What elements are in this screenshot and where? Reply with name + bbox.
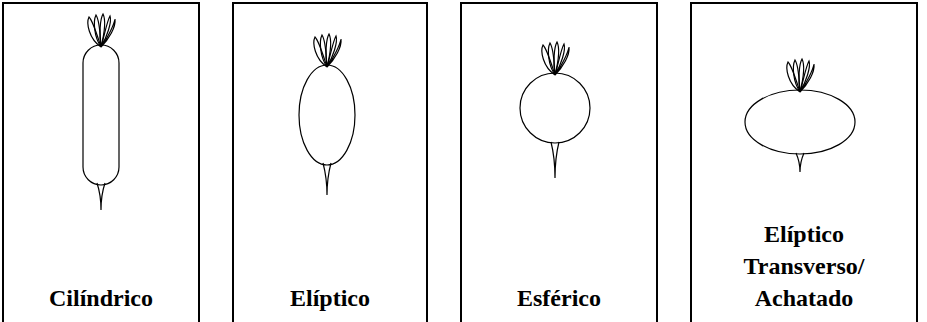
shape-label-holder: Elíptico Transverso/ Achatado (692, 218, 916, 314)
flattened-root (745, 59, 855, 172)
shape-label: Esférico (517, 282, 601, 314)
shape-panel: Cilíndrico (2, 2, 200, 322)
shape-panel: Esférico (460, 2, 658, 322)
shape-label: Elíptico (290, 282, 370, 314)
shape-label-holder: Esférico (462, 282, 656, 314)
shape-label-holder: Elíptico (234, 282, 426, 314)
shape-panel: Elíptico Transverso/ Achatado (690, 2, 918, 322)
shape-label: Cilíndrico (49, 282, 153, 314)
elliptic-root (299, 34, 355, 195)
cylindrical-root (83, 14, 119, 210)
shape-label: Elíptico Transverso/ Achatado (734, 218, 874, 314)
spherical-root (520, 42, 590, 178)
shape-label-holder: Cilíndrico (4, 282, 198, 314)
shape-panel: Elíptico (232, 2, 428, 322)
